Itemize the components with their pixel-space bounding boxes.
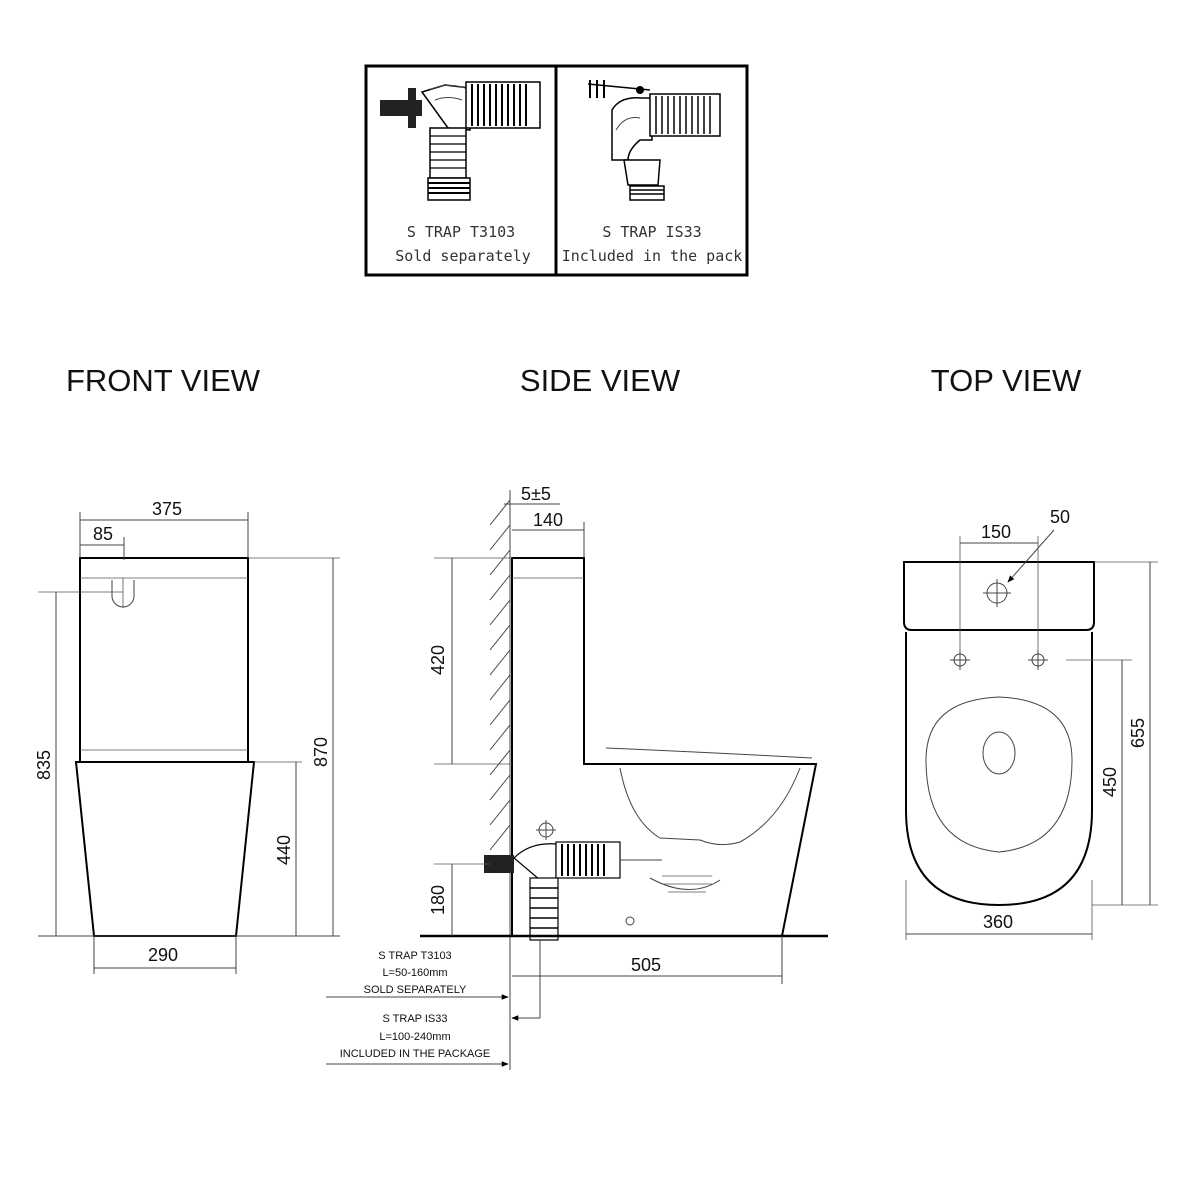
note-t3103-name: S TRAP T3103	[378, 950, 451, 962]
front-view-drawing: 375 85 835 870 440 290	[34, 499, 340, 974]
side-view-title: SIDE VIEW	[520, 363, 681, 398]
trap-comparison-box: S TRAP T3103 Sold separately S TRAP IS33…	[364, 64, 749, 277]
front-view-title: FRONT VIEW	[66, 363, 261, 398]
trap-t3103-note: Sold separately	[395, 247, 530, 265]
trap-is33-name: S TRAP IS33	[602, 223, 701, 241]
trap-t3103-name: S TRAP T3103	[407, 223, 515, 241]
top-view-drawing: 150 50 655 450 360	[903, 507, 1158, 940]
note-is33-length: L=100-240mm	[379, 1031, 450, 1043]
dim-side-gap: 5±5	[521, 484, 551, 504]
trap-t3103-illustration	[380, 81, 541, 201]
note-is33-name: S TRAP IS33	[382, 1013, 447, 1025]
dim-front-height-pan: 440	[274, 835, 294, 865]
dim-top-hole-diameter: 50	[1050, 507, 1070, 527]
dim-front-offset: 85	[93, 524, 113, 544]
note-t3103-length: L=50-160mm	[382, 967, 447, 979]
dim-top-width: 360	[983, 912, 1013, 932]
dim-top-hole-spacing: 150	[981, 522, 1011, 542]
dim-side-outlet-height: 180	[428, 885, 448, 915]
dim-top-depth-bowl: 450	[1100, 767, 1120, 797]
trap-is33-note: Included in the pack	[562, 247, 743, 265]
dim-top-depth-total: 655	[1128, 718, 1148, 748]
dim-side-length: 505	[631, 955, 661, 975]
dim-front-width-base: 290	[148, 945, 178, 965]
dim-front-height-total: 870	[311, 737, 331, 767]
side-view-drawing: 5±5 140 420 180 505 S TRAP T3103 L=50-16…	[326, 484, 828, 1070]
dim-side-cistern-height: 420	[428, 645, 448, 675]
note-t3103-status: SOLD SEPARATELY	[364, 984, 467, 996]
dim-side-cistern-depth: 140	[533, 510, 563, 530]
dim-front-height-inlet: 835	[34, 750, 54, 780]
top-view-title: TOP VIEW	[931, 363, 1082, 398]
dim-front-width-top: 375	[152, 499, 182, 519]
note-is33-status: INCLUDED IN THE PACKAGE	[340, 1048, 491, 1060]
trap-is33-illustration	[587, 80, 721, 201]
